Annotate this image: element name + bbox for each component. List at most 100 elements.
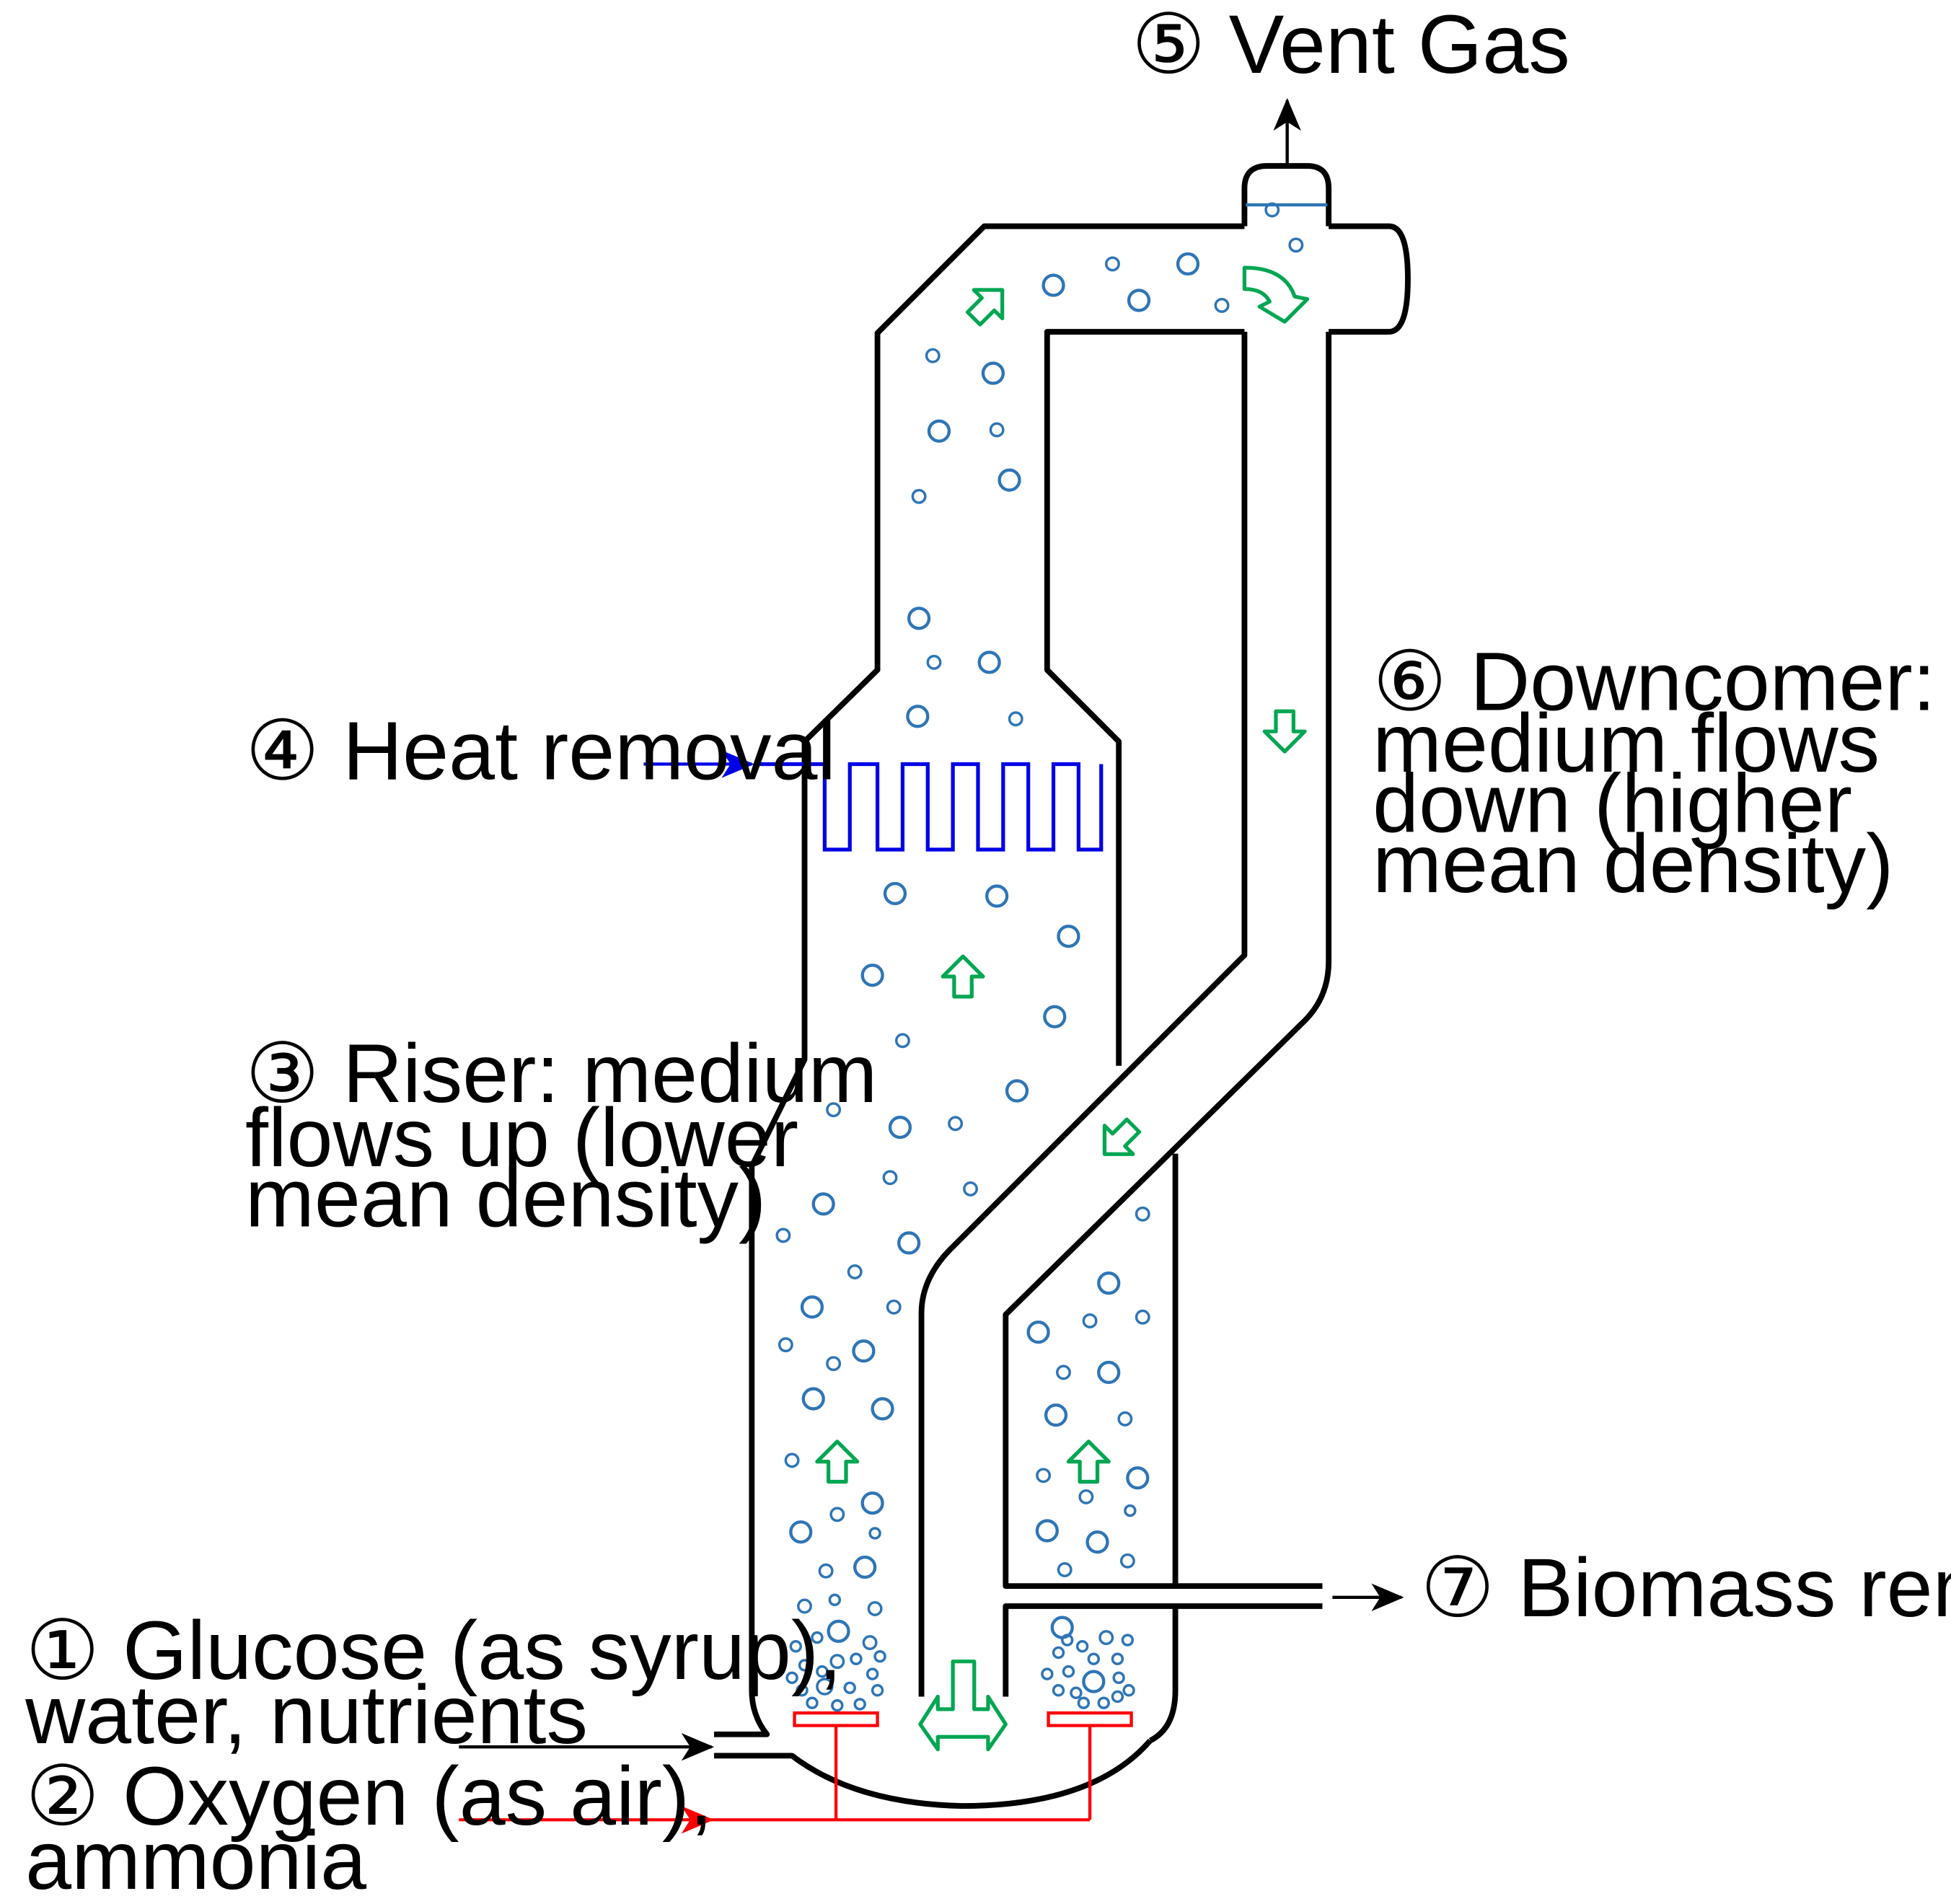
riser-label: ③ Riser: medium flows up (lower mean den… [245,1028,900,1245]
bubble-icon [826,1356,842,1372]
bubble-icon [1082,1313,1098,1328]
bubble-icon [1288,237,1304,253]
bubble-icon [850,1652,863,1665]
biomass-outlet-lower [1003,1603,1323,1697]
split-flow-arrow-icon [918,1660,1008,1752]
bubble-icon [816,1665,829,1678]
bubble-icon [853,1555,877,1579]
bubble-icon [1057,925,1080,948]
bubble-icon [1082,1670,1106,1693]
bubble-icon [778,1337,793,1353]
bubble-icon [829,1507,845,1522]
bubble-icon [796,1684,809,1697]
flow-arrows [815,265,1310,1484]
bubble-icon [888,1115,912,1140]
bubble-icon [1119,1553,1135,1569]
bubble-icon [806,1696,819,1709]
turning-flow-arrow-icon [1242,265,1310,324]
bubble-icon [798,1659,811,1672]
bubble-icon [997,468,1021,492]
bubble-icon [784,1453,800,1468]
bubble-icon [1075,1640,1089,1653]
bubble-icon [948,1116,964,1132]
head-tank [1329,223,1411,335]
glucose-label: ① Glucose (as syrup), water, nutrients [25,1605,865,1761]
bubble-icon [866,1667,879,1680]
bubble-icon [852,1339,876,1363]
bubble-icon [1097,1696,1110,1709]
heat-removal-label: ④ Heat removal [245,705,836,797]
bubble-icon [860,964,884,987]
bubble-icon [868,1527,881,1540]
bubble-icon [985,884,1009,908]
oxygen-label: ② Oxygen (as air), ammonia [25,1750,736,1904]
bubble-icon [1264,202,1280,218]
bubble-icon [867,1601,883,1616]
bubble-icon [811,1192,835,1216]
bubble-icon [1122,1684,1135,1697]
bubble-icon [1078,1489,1094,1504]
air-feed-lines [704,1711,1133,1822]
bubble-icon [826,1102,842,1118]
bubble-icon [906,705,930,728]
bubble-icon [871,1684,884,1697]
bubble-icon [1008,711,1023,727]
bubble-icon [911,488,927,504]
bubble-icon [963,1181,978,1196]
sparger-left [793,1711,879,1727]
bubble-icon [1111,1690,1124,1704]
bubble-icon [883,881,907,906]
bubble-icon [1135,1309,1150,1325]
bubble-icon [1117,1411,1133,1427]
bubble-icon [829,1654,845,1670]
bubble-icon [828,1593,842,1607]
bubble-icon [1121,1634,1135,1647]
bubble-icon [907,607,931,630]
bubble-icon [1135,1206,1150,1222]
bubble-icon [977,651,1001,674]
bubble-icon [981,361,1005,385]
bubble-icon [1111,1652,1124,1665]
bubble-icon [1127,288,1151,312]
bubble-icon [873,1650,886,1663]
downcomer-label: ⑥ Downcomer: medium flows down (higher m… [1373,636,1951,911]
bubble-icon [1056,1365,1071,1380]
right-bottom-wall [1148,1606,1179,1743]
bubble-icon [831,1698,844,1712]
bubble-icon [1036,1468,1052,1484]
bubble-icon [1104,256,1120,272]
flow-arrow-icon [965,288,1005,327]
bubble-icon [1097,1271,1121,1295]
downcomer-inner-wall [918,332,1248,1697]
bubble-icon [847,1264,863,1279]
bubble-icon [927,419,951,443]
bubble-icon [801,1387,825,1411]
bubble-icon [882,1170,898,1186]
bubble-icon [925,348,941,363]
bottom-basin [714,1738,1153,1809]
biomass-removal-label: ⑦ Biomass removal [1420,1542,1951,1634]
bubble-icon [789,1640,803,1653]
bubble-icon [1052,1646,1065,1660]
vent-gas-label: ⑤ Vent Gas [1132,0,1570,91]
bubble-icon [1043,1005,1067,1028]
vessel-outline [714,163,1411,1809]
bubble-icon [1087,1652,1101,1665]
bubble-icon [1062,1665,1075,1678]
gas-bubbles [775,202,1304,1712]
flow-arrow-icon [815,1440,860,1484]
bubble-icon [811,1631,824,1644]
bubble-icon [785,1671,798,1685]
riser-outer-wall [714,223,1245,1737]
bubble-icon [1077,1696,1091,1709]
bubble-icon [871,1397,894,1421]
bubble-icon [1176,252,1200,276]
bubble-icon [894,1033,910,1049]
riser-inner-wall [1044,329,1245,1066]
heat-exchanger-coil [754,762,1104,852]
vent-dome [1241,163,1332,226]
bubble-icon [886,1299,902,1315]
bubble-icon [789,1520,813,1544]
flow-arrow-icon [1262,709,1307,754]
bubble-icon [1026,1321,1050,1344]
